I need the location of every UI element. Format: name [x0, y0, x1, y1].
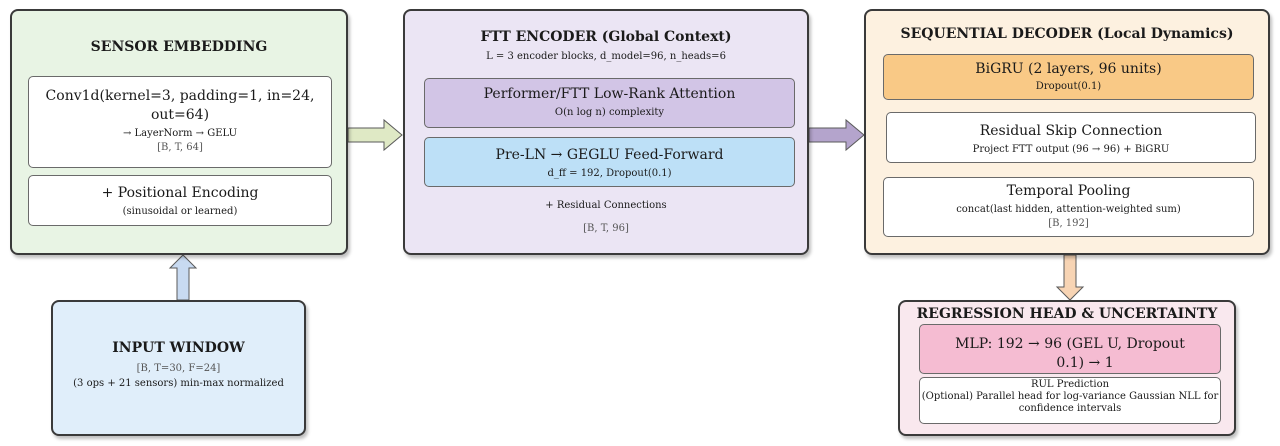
positional-encoding-box: + Positional Encoding (sinusoidal or lea… — [28, 175, 332, 226]
conv1d-shape: [B, T, 64] — [157, 142, 203, 153]
conv1d-line2: out=64) — [150, 107, 210, 123]
regression-head-title: REGRESSION HEAD & UNCERTAINTY — [916, 306, 1218, 322]
residual-skip-main: Residual Skip Connection — [979, 123, 1163, 139]
attention-main: Performer/FTT Low-Rank Attention — [483, 86, 736, 102]
sensor-embedding-title: SENSOR EMBEDDING — [90, 39, 268, 55]
conv1d-line1: Conv1d(kernel=3, padding=1, in=24, — [45, 88, 315, 104]
arrow-decoder-to-regression — [1055, 254, 1085, 301]
conv1d-sub: → LayerNorm → GELU — [122, 128, 238, 139]
rul-prediction-box: RUL Prediction (Optional) Parallel head … — [919, 377, 1221, 424]
bigru-box: BiGRU (2 layers, 96 units) Dropout(0.1) — [883, 54, 1254, 100]
input-window-panel: INPUT WINDOW [B, T=30, F=24] (3 ops + 21… — [51, 300, 306, 436]
feed-forward-box: Pre-LN → GEGLU Feed-Forward d_ff = 192, … — [424, 137, 795, 187]
bigru-sub: Dropout(0.1) — [1035, 81, 1102, 92]
rul-prediction-line3: confidence intervals — [1018, 403, 1122, 414]
mlp-line1: MLP: 192 → 96 (GEL U, Dropout — [955, 336, 1185, 352]
attention-box: Performer/FTT Low-Rank Attention O(n log… — [424, 78, 795, 128]
sequential-decoder-panel: SEQUENTIAL DECODER (Local Dynamics) BiGR… — [864, 9, 1270, 255]
regression-head-panel: REGRESSION HEAD & UNCERTAINTY MLP: 192 →… — [898, 300, 1236, 436]
conv1d-box: Conv1d(kernel=3, padding=1, in=24, out=6… — [28, 76, 332, 168]
rul-prediction-line2: (Optional) Parallel head for log-varianc… — [921, 391, 1219, 402]
ftt-encoder-subtitle: L = 3 encoder blocks, d_model=96, n_head… — [486, 51, 726, 62]
positional-encoding-main: + Positional Encoding — [101, 185, 259, 201]
temporal-pooling-sub: concat(last hidden, attention-weighted s… — [956, 204, 1181, 215]
mlp-line2: 0.1) → 1 — [1056, 355, 1114, 371]
ftt-encoder-shape: [B, T, 96] — [583, 223, 629, 234]
arrow-input-to-sensor — [168, 254, 198, 301]
residual-connections-label: + Residual Connections — [545, 200, 667, 211]
feed-forward-main: Pre-LN → GEGLU Feed-Forward — [495, 147, 724, 163]
bigru-main: BiGRU (2 layers, 96 units) — [975, 61, 1162, 77]
attention-sub: O(n log n) complexity — [554, 107, 665, 118]
input-window-shape: [B, T=30, F=24] — [136, 363, 221, 374]
input-window-desc: (3 ops + 21 sensors) min-max normalized — [73, 378, 284, 389]
rul-prediction-line1: RUL Prediction — [1030, 379, 1110, 390]
temporal-pooling-box: Temporal Pooling concat(last hidden, att… — [883, 177, 1254, 237]
positional-encoding-sub: (sinusoidal or learned) — [122, 206, 238, 217]
residual-skip-sub: Project FTT output (96 → 96) + BiGRU — [972, 144, 1170, 155]
ftt-encoder-panel: FTT ENCODER (Global Context) L = 3 encod… — [403, 9, 809, 255]
feed-forward-sub: d_ff = 192, Dropout(0.1) — [547, 168, 672, 179]
temporal-pooling-shape: [B, 192] — [1048, 218, 1089, 229]
sequential-decoder-title: SEQUENTIAL DECODER (Local Dynamics) — [900, 26, 1234, 42]
ftt-encoder-title: FTT ENCODER (Global Context) — [480, 29, 732, 45]
residual-skip-box: Residual Skip Connection Project FTT out… — [886, 112, 1256, 163]
arrow-sensor-to-encoder — [347, 118, 403, 152]
input-window-title: INPUT WINDOW — [112, 340, 245, 356]
mlp-box: MLP: 192 → 96 (GEL U, Dropout 0.1) → 1 — [919, 324, 1221, 374]
arrow-encoder-to-decoder — [808, 118, 865, 152]
temporal-pooling-main: Temporal Pooling — [1006, 183, 1131, 199]
sensor-embedding-panel: SENSOR EMBEDDING Conv1d(kernel=3, paddin… — [10, 9, 348, 255]
